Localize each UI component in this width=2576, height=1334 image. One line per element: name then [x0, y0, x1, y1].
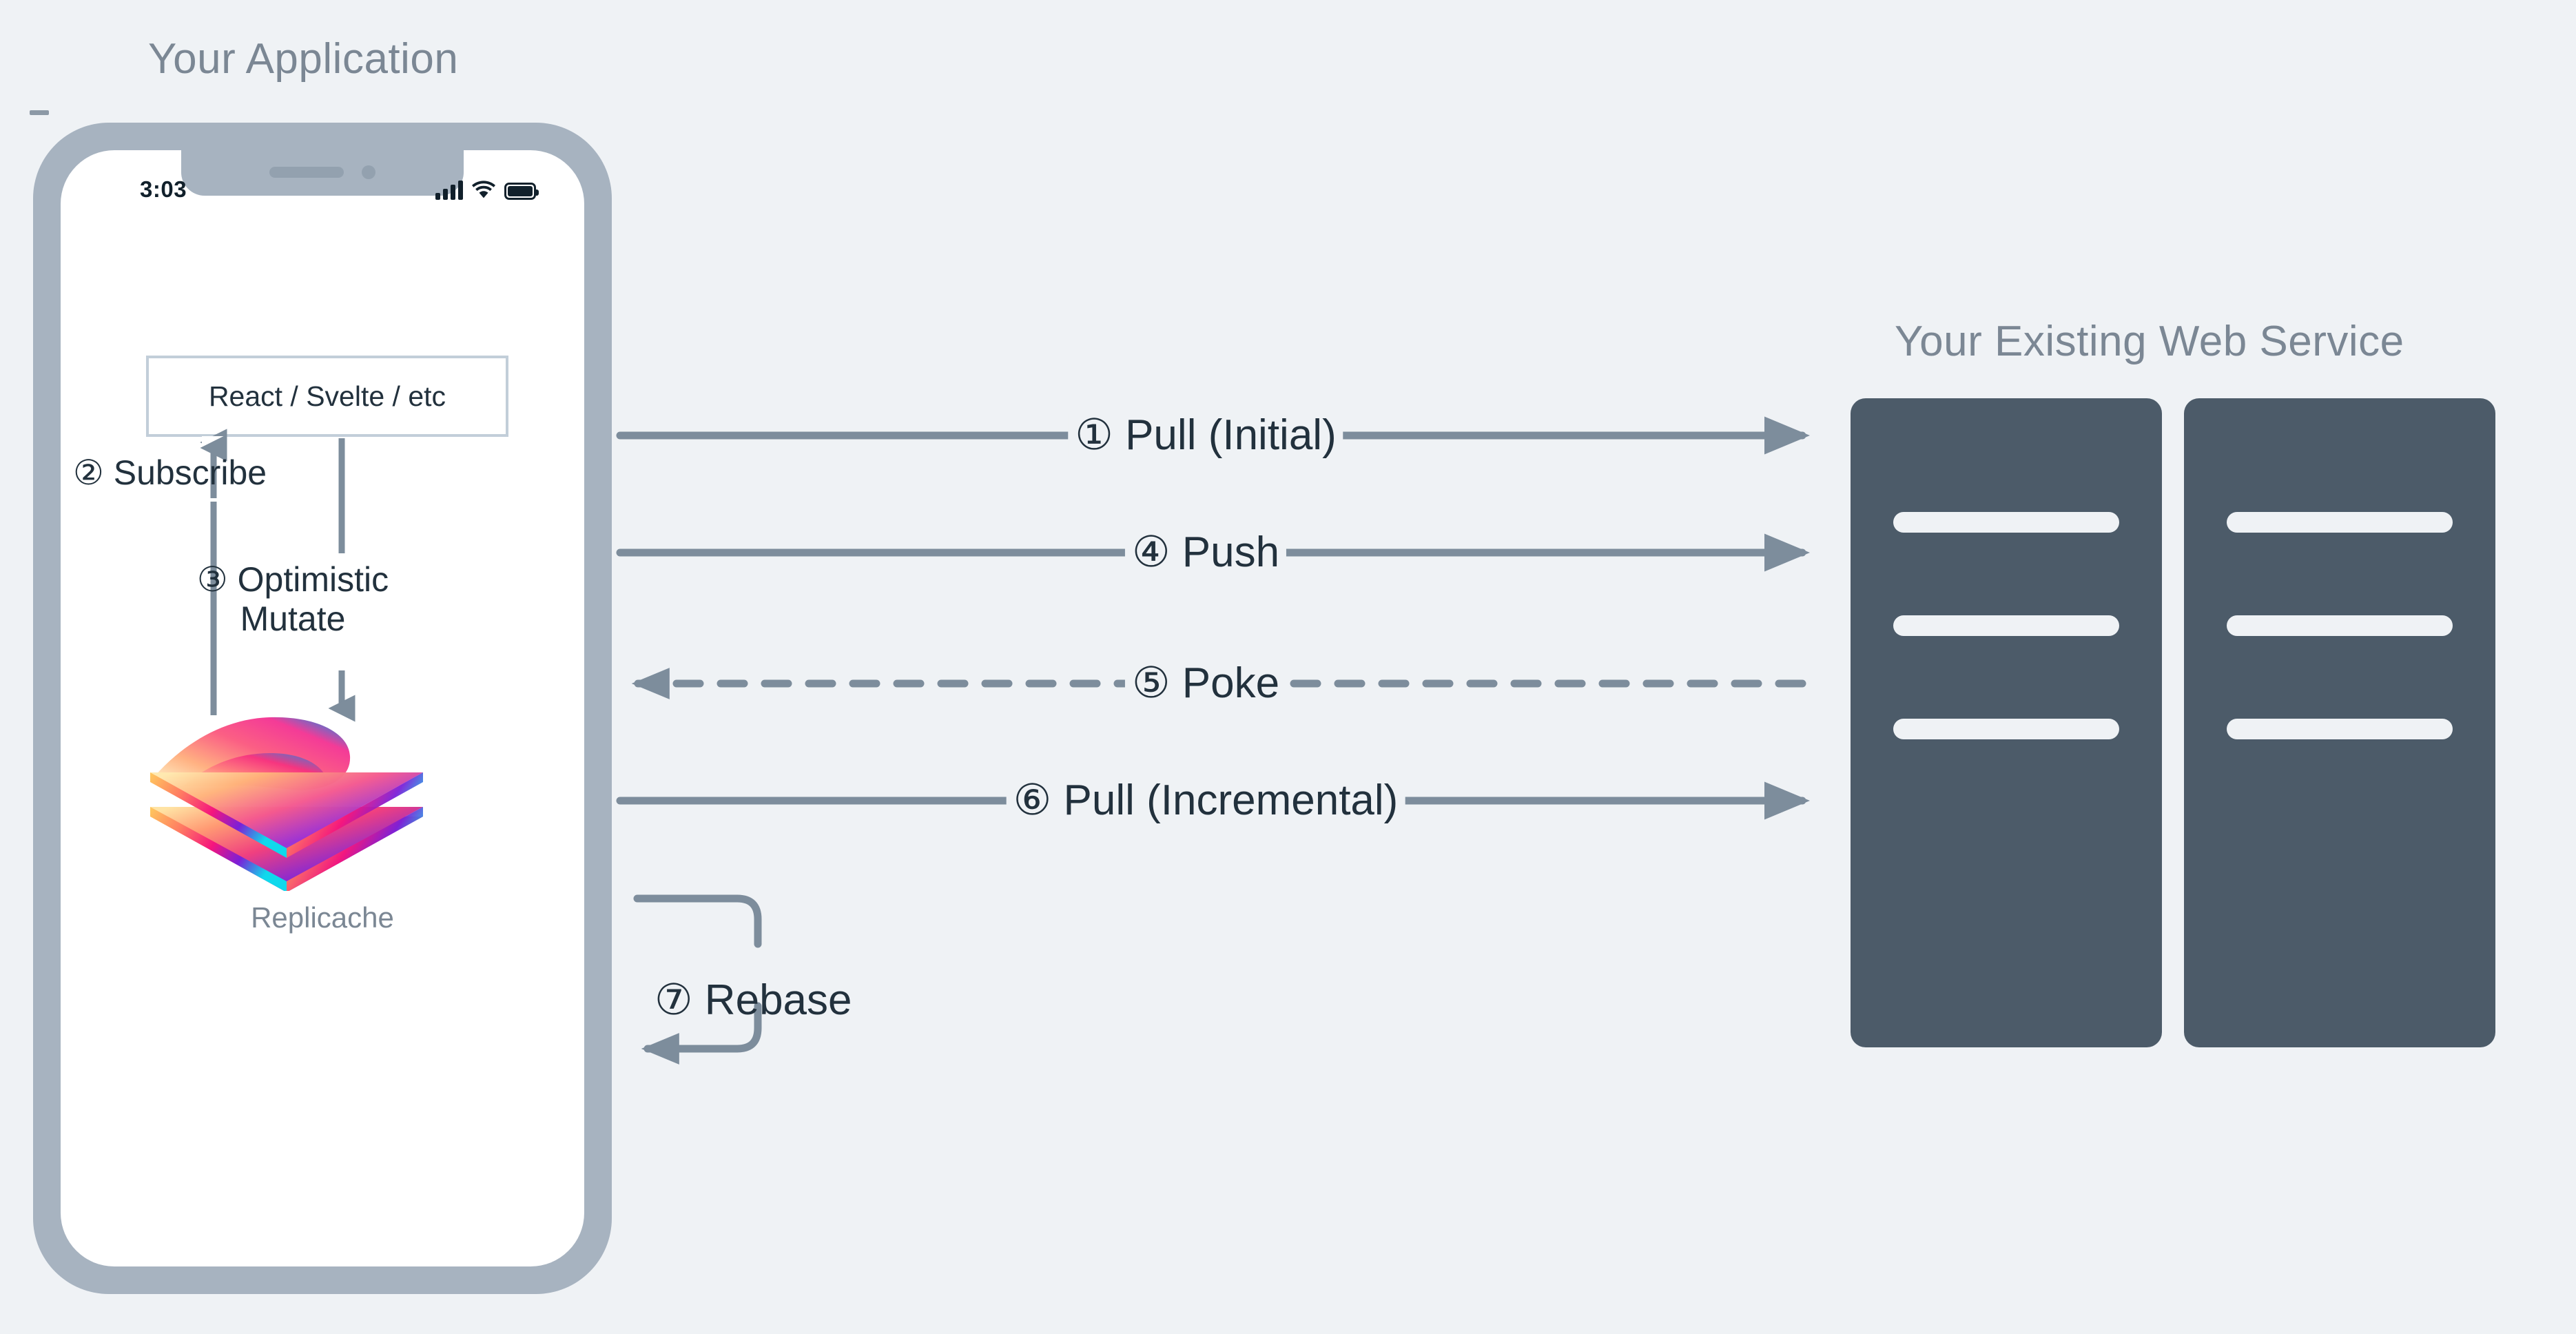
phone-screen: 3:03 React / Svelte / etc — [61, 150, 584, 1266]
framework-box: React / Svelte / etc — [146, 356, 508, 437]
flow-label-pull-incremental: ⑥ Pull (Incremental) — [1006, 779, 1405, 822]
wifi-icon — [472, 181, 495, 198]
server-rack-right — [2184, 398, 2495, 1047]
signal-bars-icon — [435, 181, 463, 200]
server-bar — [1893, 512, 2119, 533]
status-bar-time: 3:03 — [140, 176, 187, 202]
status-bar-icons — [435, 174, 539, 200]
flow-label-rebase: ⑦ Rebase — [655, 976, 852, 1024]
server-bar — [2227, 512, 2453, 533]
server-bar — [1893, 719, 2119, 739]
speaker-slot-icon — [269, 167, 344, 178]
replicache-caption: Replicache — [251, 901, 394, 934]
flow-label-subscribe: ② Subscribe — [73, 453, 267, 492]
arrow-rebase-top — [633, 894, 762, 948]
flow-label-push: ④ Push — [1124, 531, 1287, 574]
front-camera-icon — [362, 165, 375, 179]
server-bar — [2227, 615, 2453, 636]
replicache-layers-logo — [142, 705, 431, 892]
flow-label-optimistic-mutate: ③ Optimistic Mutate — [179, 560, 406, 639]
flow-label-pull-initial: ① Pull (Initial) — [1068, 414, 1343, 457]
phone-device-frame: 3:03 React / Svelte / etc — [33, 123, 612, 1294]
server-rack-left — [1851, 398, 2162, 1047]
tick-mark-decoration — [30, 110, 49, 115]
server-bar — [1893, 615, 2119, 636]
server-bar — [2227, 719, 2453, 739]
page-title-your-existing-web-service: Your Existing Web Service — [1895, 318, 2404, 365]
page-title-your-application: Your Application — [148, 35, 459, 83]
flow-label-optimistic-mutate-line1: ③ Optimistic — [196, 560, 389, 599]
flow-label-poke: ⑤ Poke — [1124, 662, 1287, 705]
phone-notch — [181, 150, 464, 196]
battery-full-icon — [504, 183, 539, 200]
flow-label-optimistic-mutate-line2: Mutate — [240, 599, 346, 638]
framework-box-label: React / Svelte / etc — [208, 380, 446, 412]
